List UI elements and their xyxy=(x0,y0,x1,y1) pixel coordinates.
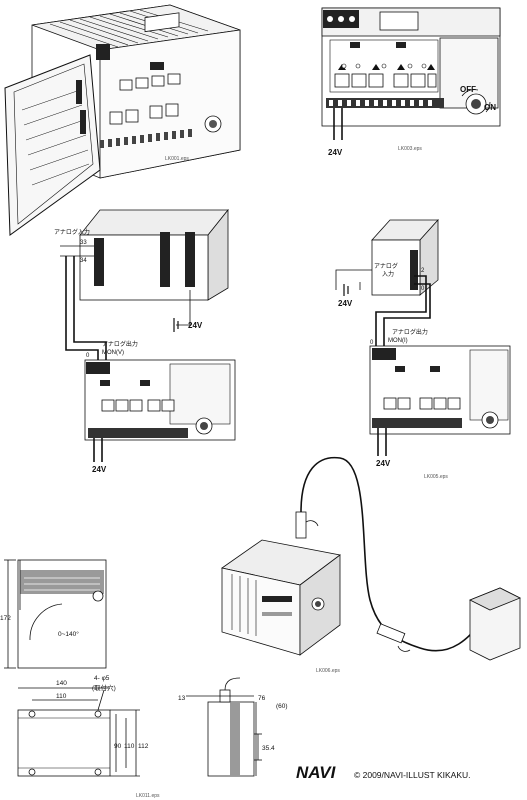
dim-angle: 0~140° xyxy=(58,630,79,638)
power-24v-label-4: 24V xyxy=(338,299,353,308)
caption-lk011: LK011.eps xyxy=(136,793,160,799)
dim-holes: 4- φ5 xyxy=(94,675,110,682)
caption-lk006: LK006.eps xyxy=(316,668,340,674)
dim-13: 13 xyxy=(178,695,186,702)
terminal-0-out: 0 xyxy=(370,340,374,346)
on-label: ON xyxy=(484,103,496,112)
device-sensor-cable-illustration xyxy=(221,456,521,661)
dim-90: 90 xyxy=(114,743,122,750)
dim-172: 172 xyxy=(0,615,11,622)
power-24v-label-2: 24V xyxy=(188,321,203,330)
navi-logo: NAVI xyxy=(296,763,337,782)
analog-out-label: アナログ出力 xyxy=(102,340,138,348)
dim-140: 140 xyxy=(56,680,67,687)
dim-60: (60) xyxy=(276,703,288,710)
wiring-voltage-illustration xyxy=(60,208,236,462)
dimension-drawing-front xyxy=(17,687,140,777)
dim-112: 112 xyxy=(138,743,149,750)
power-24v-label-3: 24V xyxy=(92,465,107,474)
terminal-0: 0 xyxy=(86,353,90,359)
dim-76: 76 xyxy=(258,695,266,702)
analog-in-line1: アナログ xyxy=(374,262,398,270)
terminal-2: 2 xyxy=(421,268,425,274)
wiring-current-illustration xyxy=(335,218,511,456)
off-label: OFF xyxy=(460,85,476,94)
analog-in-line2: 入力 xyxy=(382,270,394,278)
dimension-drawing-side xyxy=(4,559,107,669)
analog-in-label: アナログ入力 xyxy=(54,228,90,236)
caption-lk005: LK005.eps xyxy=(424,474,448,480)
dim-110: 110 xyxy=(56,693,67,700)
mon-v-label: MON(V) xyxy=(102,350,124,356)
mon-i-label: MON(I) xyxy=(388,338,408,344)
caption-lk001: LK001.eps xyxy=(165,156,189,162)
dim-110-v: 110 xyxy=(124,743,135,750)
dimension-drawing-profile xyxy=(186,677,262,777)
terminal-34: 34 xyxy=(80,258,87,264)
dim-holes-note: (取付穴) xyxy=(92,683,116,692)
caption-lk003: LK003.eps xyxy=(398,146,422,152)
terminal-0-right: 0 xyxy=(421,286,425,292)
dim-354: 35.4 xyxy=(262,745,275,752)
analog-out-label-2: アナログ出力 xyxy=(392,328,428,336)
device-open-door-illustration xyxy=(4,4,241,236)
front-panel-illustration xyxy=(321,7,501,140)
power-24v-label-5: 24V xyxy=(376,459,391,468)
copyright-text: © 2009/NAVI-ILLUST KIKAKU. xyxy=(354,770,471,780)
power-24v-label: 24V xyxy=(328,148,343,157)
terminal-33: 33 xyxy=(80,240,87,246)
